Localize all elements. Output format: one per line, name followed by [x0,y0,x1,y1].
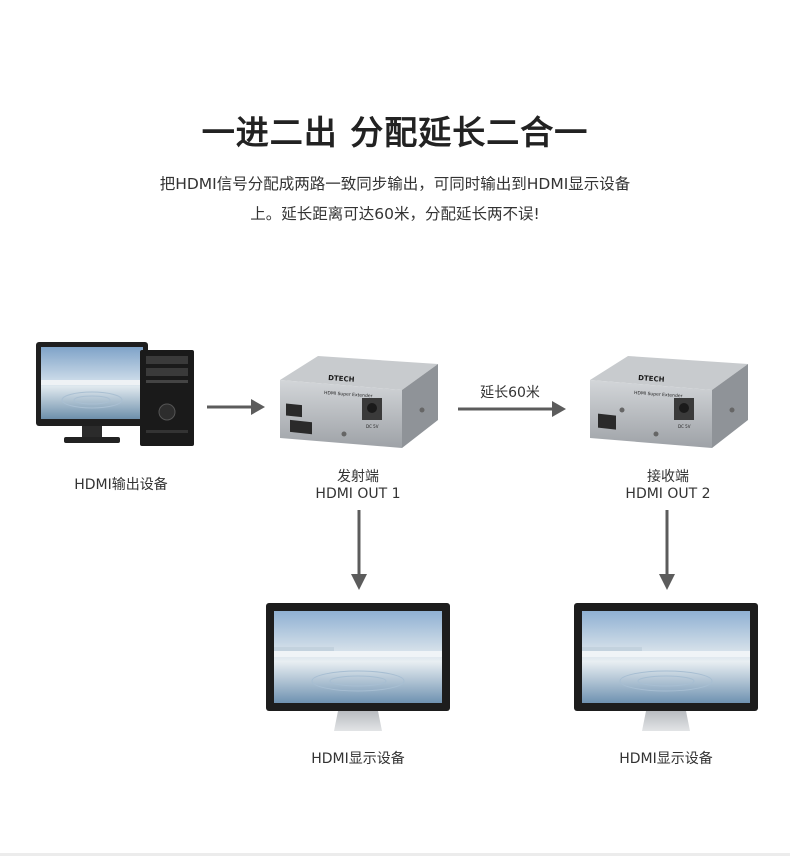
arrow-transmitter-to-display [350,510,368,596]
transmitter-device: DTECH HDMI Super Extender DC 5V [272,350,442,450]
arrow-transmitter-to-receiver [458,400,568,422]
monitor-icon [574,603,758,731]
receiver-role-label: 接收端 [647,469,689,485]
receiver-dc-label: DC 5V [678,424,691,429]
display-left-label: HDMI显示设备 [311,751,405,767]
receiver-device: DTECH HDMI Super Extender DC 5V [582,350,752,450]
monitor-icon [266,603,450,731]
page-title: 一进二出 分配延长二合一 [201,113,589,152]
display-right [574,603,758,735]
arrow-pc-to-transmitter [207,398,267,420]
bottom-divider [0,853,790,856]
transmitter-brand: DTECH [328,374,355,384]
transmitter-port-label: HDMI OUT 1 [315,486,401,502]
source-label: HDMI输出设备 [74,477,168,493]
link-label: 延长60米 [480,385,540,401]
receiver-port-label: HDMI OUT 2 [625,486,711,502]
transmitter-model: HDMI Super Extender [324,390,373,399]
transmitter-dc-label: DC 5V [366,424,379,429]
receiver-model: HDMI Super Extender [634,390,683,399]
hdmi-extender-receiver-icon: DTECH HDMI Super Extender DC 5V [590,356,748,448]
subtitle-line-2: 上。延长距离可达60米，分配延长两不误! [250,205,540,223]
hdmi-extender-transmitter-icon: DTECH HDMI Super Extender DC 5V [280,356,438,448]
subtitle-line-1: 把HDMI信号分配成两路一致同步输出，可同时输出到HDMI显示设备 [159,175,631,193]
display-left [266,603,450,735]
transmitter-role-label: 发射端 [337,469,379,485]
display-right-label: HDMI显示设备 [619,751,713,767]
source-pc [36,340,206,450]
receiver-brand: DTECH [638,374,665,384]
desktop-computer-icon [36,342,194,446]
arrow-receiver-to-display [658,510,676,596]
